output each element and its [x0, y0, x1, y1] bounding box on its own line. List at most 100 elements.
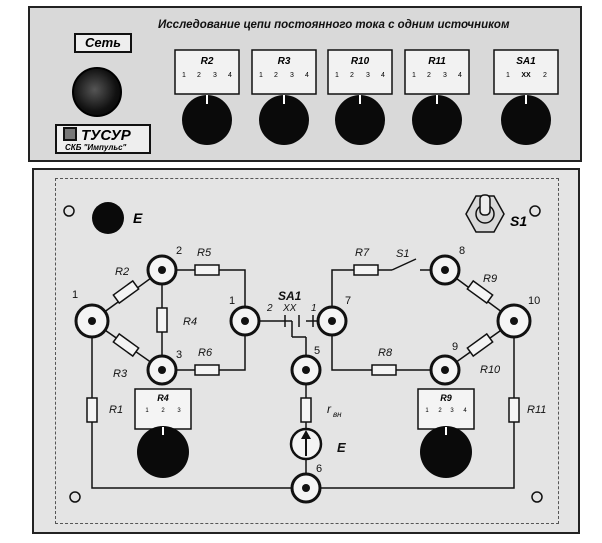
tick-label: 3: [443, 72, 447, 79]
knob-sa1[interactable]: [501, 95, 551, 145]
dial-label-r4: R4: [157, 393, 169, 403]
tick-label: 4: [458, 72, 462, 79]
selector-scale-r2: [174, 49, 240, 95]
tick-label: 3: [366, 72, 370, 79]
label-r2: R2: [115, 266, 129, 278]
tick-label: 4: [463, 408, 467, 414]
node-label-3: 3: [176, 349, 182, 361]
label-r4: R4: [183, 316, 197, 328]
toggle-label: S1: [510, 213, 527, 229]
tick-label: 4: [381, 72, 385, 79]
panel-title: Исследование цепи постоянного тока с одн…: [158, 19, 510, 31]
power-label: Сеть: [74, 33, 132, 53]
node-label-1-left: 1: [72, 289, 78, 301]
switch-s1-blade: [391, 258, 417, 271]
selector-r10[interactable]: R10 1 2 3 4: [327, 49, 393, 145]
terminal-node-1-left[interactable]: [74, 303, 110, 339]
dial-scale-r4: [134, 388, 192, 430]
selector-r11[interactable]: R11 1 2 3 4: [404, 49, 470, 145]
tick-label: 3: [177, 408, 181, 414]
label-sa1-right: 1: [311, 303, 317, 314]
tick-label: 3: [213, 72, 217, 79]
tick-label: 2: [197, 72, 201, 79]
terminal-node-10[interactable]: [496, 303, 532, 339]
selector-label-r11: R11: [428, 56, 446, 67]
terminal-node-9[interactable]: [429, 354, 461, 386]
resistor-r3[interactable]: [112, 332, 140, 358]
resistor-r4[interactable]: [156, 307, 168, 333]
resistor-r7[interactable]: [353, 264, 379, 276]
terminal-node-8[interactable]: [429, 254, 461, 286]
circuit-panel-border: [55, 178, 559, 524]
node-label-9: 9: [452, 341, 458, 353]
screw-icon: [69, 491, 81, 503]
sa1-contacts: [284, 315, 314, 327]
tick-label: 1: [335, 72, 339, 79]
resistor-internal[interactable]: [300, 397, 312, 423]
label-r10: R10: [480, 364, 501, 376]
knob-r2[interactable]: [182, 95, 232, 145]
terminal-node-3[interactable]: [146, 354, 178, 386]
knob-r3[interactable]: [259, 95, 309, 145]
dial-label-r9: R9: [440, 393, 452, 403]
resistor-r2[interactable]: [112, 279, 140, 305]
tick-label: 1: [412, 72, 416, 79]
label-sa1-left: 2: [266, 303, 273, 314]
knob-r9[interactable]: [420, 426, 472, 478]
terminal-node-6[interactable]: [290, 472, 322, 504]
label-r9: R9: [483, 273, 497, 285]
resistor-selector-group: R2 1 2 3 4 R3 1 2 3 4 R10 1 2 3 4 R11 1 …: [174, 49, 559, 145]
resistor-r5[interactable]: [194, 264, 220, 276]
terminals: [74, 254, 532, 504]
node-label-6: 6: [316, 463, 322, 475]
dial-r4[interactable]: R4 1 2 3: [134, 388, 192, 478]
source-button[interactable]: [92, 202, 124, 234]
selector-r3[interactable]: R3 1 2 3 4: [251, 49, 317, 145]
label-r7: R7: [355, 247, 370, 259]
label-r8: R8: [378, 347, 393, 359]
terminal-node-5[interactable]: [290, 354, 322, 386]
resistor-r9[interactable]: [466, 279, 494, 305]
tusur-logo: ТУСУР СКБ "Импульс": [55, 124, 151, 154]
knob-r11[interactable]: [412, 95, 462, 145]
resistors: [86, 264, 520, 423]
selector-scale-r11: [404, 49, 470, 95]
selector-sa1[interactable]: SA1 1 XX 2: [493, 49, 559, 145]
source-button-label: E: [133, 210, 143, 226]
dial-scale-r9: [417, 388, 475, 430]
node-label-2: 2: [176, 245, 182, 257]
knob-r4[interactable]: [137, 426, 189, 478]
tick-label: 3: [290, 72, 294, 79]
label-r11: R11: [527, 404, 546, 416]
terminal-node-2[interactable]: [146, 254, 178, 286]
selector-label-r10: R10: [351, 56, 370, 67]
label-r3: R3: [113, 368, 128, 380]
terminal-node-1-right[interactable]: [229, 305, 261, 337]
selector-r2[interactable]: R2 1 2 3 4: [174, 49, 240, 145]
resistor-r11[interactable]: [508, 397, 520, 423]
toggle-s1[interactable]: [465, 194, 505, 233]
label-r6: R6: [198, 347, 213, 359]
terminal-node-7[interactable]: [316, 305, 348, 337]
label-s1: S1: [396, 248, 409, 260]
resistor-r1[interactable]: [86, 397, 98, 423]
resistor-r10[interactable]: [466, 332, 494, 358]
tick-label: 1: [506, 72, 510, 79]
resistor-r6[interactable]: [194, 364, 220, 376]
logo-square-icon: [63, 127, 77, 141]
tick-label: 2: [427, 72, 431, 79]
label-emf: E: [337, 440, 346, 455]
tick-label: 2: [350, 72, 354, 79]
tick-label: 1: [425, 408, 429, 414]
node-label-10: 10: [528, 295, 540, 307]
logo-subtitle: СКБ "Импульс": [65, 143, 127, 152]
tick-label: 2: [543, 72, 547, 79]
toggle-lever[interactable]: [479, 194, 491, 216]
screw-icon: [63, 205, 75, 217]
resistor-r8[interactable]: [371, 364, 397, 376]
wire: [162, 269, 246, 321]
selector-label-r2: R2: [201, 56, 214, 67]
dial-r9[interactable]: R9 1 2 3 4: [417, 388, 475, 478]
power-switch-knob[interactable]: [72, 67, 122, 117]
knob-r10[interactable]: [335, 95, 385, 145]
